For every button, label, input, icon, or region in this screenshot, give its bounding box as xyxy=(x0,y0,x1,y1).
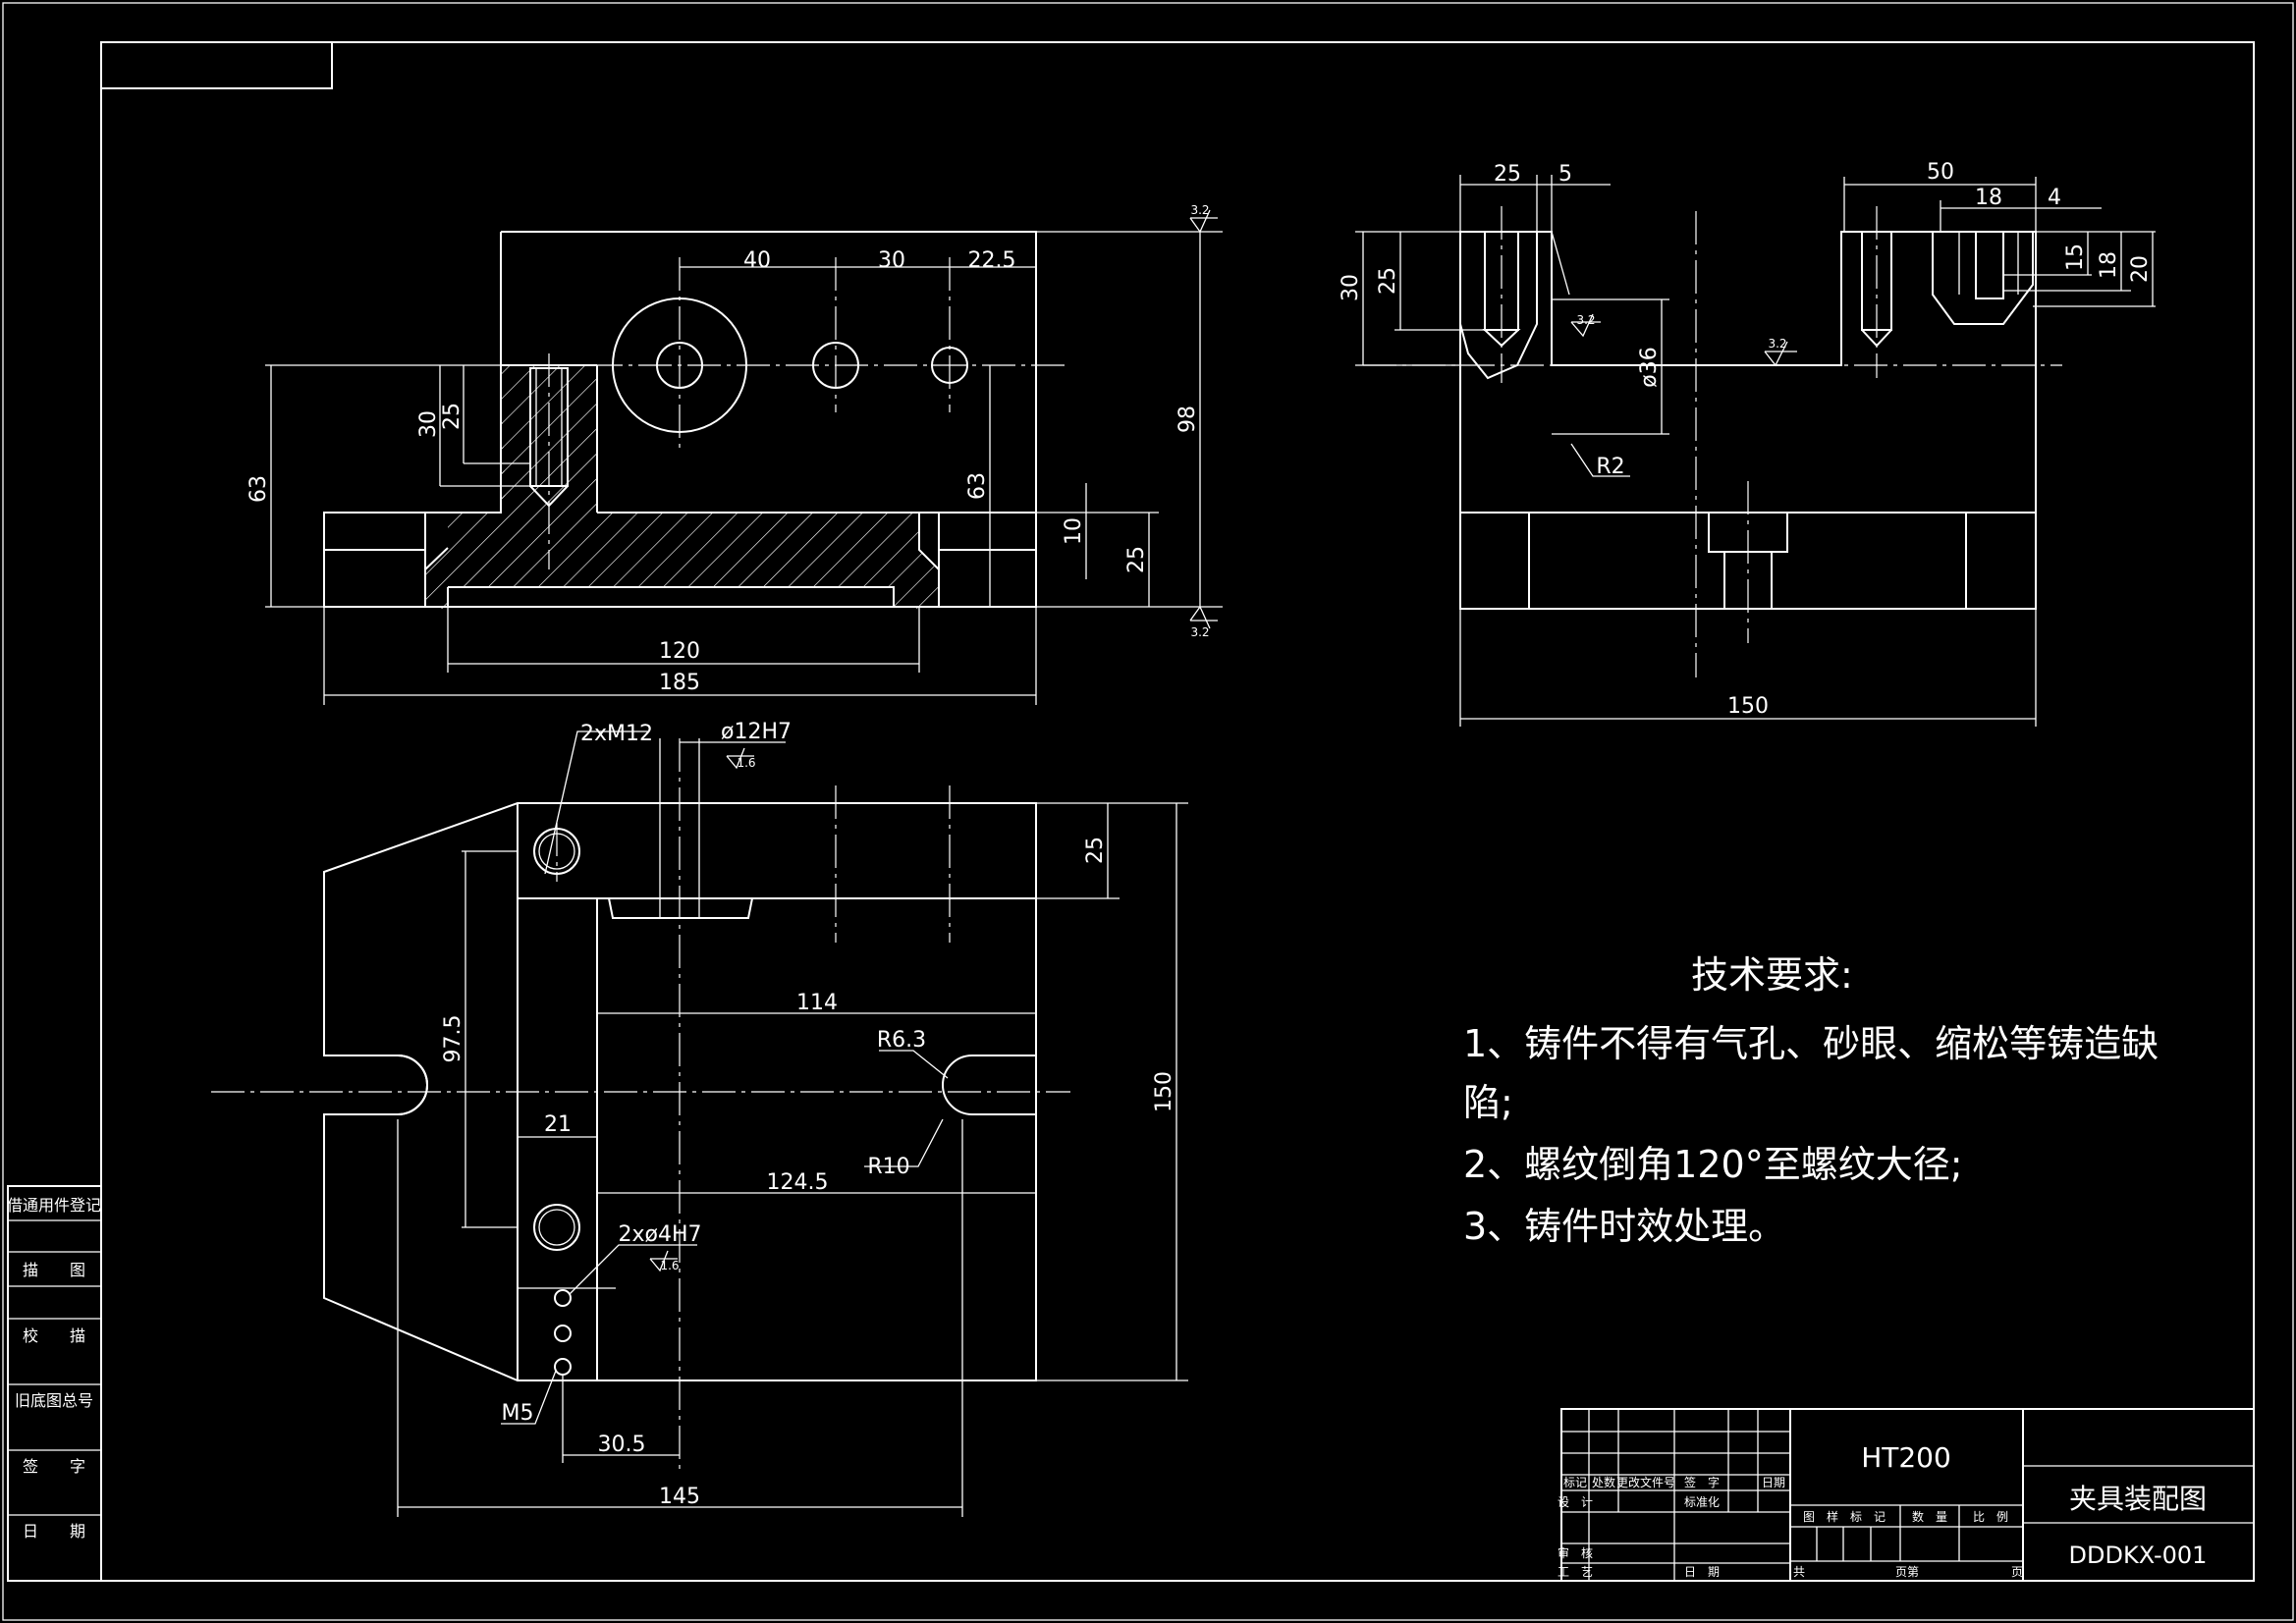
tb-header-sign: 签 字 xyxy=(1684,1475,1720,1489)
tb-design: 设 计 xyxy=(1558,1495,1593,1509)
front-dim-63-inner: 63 xyxy=(965,472,990,500)
tb-standard: 标准化 xyxy=(1684,1495,1720,1509)
panel-label-check: 校 描 xyxy=(23,1326,85,1345)
side-dim-30: 30 xyxy=(1339,274,1363,301)
tech-req-line-3: 3、铸件时效处理。 xyxy=(1463,1205,1785,1248)
title-block: 标记 处数 更改文件号 签 字 日期 设 计 标准化 审 核 工 艺 日 期 H… xyxy=(1558,1408,2255,1582)
tb-date: 日 期 xyxy=(1684,1565,1720,1579)
top-dim-h12: ø12H7 xyxy=(721,720,792,744)
top-dim-30-5: 30.5 xyxy=(598,1433,646,1457)
side-roughness-a: 3.2 xyxy=(1576,313,1595,327)
top-dim-r10: R10 xyxy=(867,1155,909,1179)
front-dim-25-left: 25 xyxy=(440,403,465,430)
front-roughness-top: 3.2 xyxy=(1190,203,1209,217)
tb-header-qty: 处数 xyxy=(1592,1475,1615,1489)
front-dim-63-left: 63 xyxy=(246,475,271,503)
top-dim-m5: M5 xyxy=(502,1401,534,1426)
tech-req-line-2: 2、螺纹倒角120°至螺纹大径; xyxy=(1463,1143,1963,1186)
tech-req-line-1b: 陷; xyxy=(1463,1081,1513,1124)
side-dim-r2: R2 xyxy=(1596,455,1624,479)
top-dim-150: 150 xyxy=(1152,1071,1176,1112)
tb-process: 工 艺 xyxy=(1558,1565,1593,1579)
technical-requirements: 技术要求: 1、铸件不得有气孔、砂眼、缩松等铸造缺 陷; 2、螺纹倒角120°至… xyxy=(1463,953,2159,1248)
top-dim-r6-3: R6.3 xyxy=(877,1028,926,1053)
panel-label-old-number: 旧底图总号 xyxy=(15,1391,93,1410)
tb-scale: 比 例 xyxy=(1973,1510,2008,1524)
tb-stage: 图 样 标 记 xyxy=(1803,1509,1886,1524)
tech-req-title: 技术要求: xyxy=(1691,953,1853,997)
panel-label-register: 借通用件登记 xyxy=(7,1196,101,1215)
top-view: 2xM12 ø12H7 1.6 25 114 R6.3 97.5 150 21 … xyxy=(211,720,1188,1517)
top-dim-21: 21 xyxy=(544,1112,572,1137)
side-dim-dia36: ø36 xyxy=(1637,347,1662,387)
side-dim-18b: 18 xyxy=(2097,251,2121,279)
top-dim-114: 114 xyxy=(796,991,838,1015)
tb-header-mark: 标记 xyxy=(1563,1476,1587,1489)
panel-label-trace: 描 图 xyxy=(23,1261,85,1279)
tb-header-file: 更改文件号 xyxy=(1616,1475,1675,1489)
top-roughness-h4: 1.6 xyxy=(660,1259,679,1272)
front-dim-10: 10 xyxy=(1062,517,1086,545)
side-dim-15: 15 xyxy=(2063,243,2088,271)
front-roughness-bottom: 3.2 xyxy=(1190,625,1209,639)
side-dim-4: 4 xyxy=(2048,186,2061,210)
front-dim-30-left: 30 xyxy=(416,410,441,438)
front-dim-22-5: 22.5 xyxy=(968,248,1016,273)
tb-sheet-end: 页 xyxy=(2011,1565,2023,1579)
side-registration-panel: 借通用件登记 描 图 校 描 旧底图总号 签 字 日 期 xyxy=(7,1185,102,1582)
top-dim-124-5: 124.5 xyxy=(767,1170,829,1195)
front-dim-98: 98 xyxy=(1175,406,1200,433)
top-roughness-h12: 1.6 xyxy=(737,756,755,770)
top-dim-145: 145 xyxy=(659,1485,700,1509)
side-dim-5: 5 xyxy=(1558,162,1572,187)
tb-drawing-name: 夹具装配图 xyxy=(2069,1483,2207,1515)
side-dim-18: 18 xyxy=(1975,186,2002,210)
side-dim-150: 150 xyxy=(1727,694,1769,719)
tb-header-date: 日期 xyxy=(1762,1476,1785,1489)
side-roughness-b: 3.2 xyxy=(1768,337,1786,351)
side-dim-25b: 25 xyxy=(1376,267,1400,295)
side-view: 25 5 50 18 4 30 25 15 18 20 ø36 R2 xyxy=(1339,160,2156,727)
tb-sheet-no: 页第 xyxy=(1895,1565,1919,1579)
front-dim-40: 40 xyxy=(743,248,771,273)
top-dim-h4: 2xø4H7 xyxy=(618,1222,701,1247)
tb-review: 审 核 xyxy=(1558,1545,1593,1560)
front-dim-185: 185 xyxy=(659,671,700,695)
tech-req-line-1a: 1、铸件不得有气孔、砂眼、缩松等铸造缺 xyxy=(1463,1022,2159,1065)
front-dim-25-right: 25 xyxy=(1124,546,1149,573)
tb-weight: 数 量 xyxy=(1912,1509,1947,1524)
front-section-hatch xyxy=(425,365,939,609)
top-dim-97-5: 97.5 xyxy=(441,1015,465,1063)
front-dim-30: 30 xyxy=(878,248,905,273)
tb-drawing-code: DDDKX-001 xyxy=(2069,1542,2208,1569)
side-dim-25: 25 xyxy=(1494,162,1521,187)
side-dim-20: 20 xyxy=(2128,255,2153,283)
top-dim-25: 25 xyxy=(1083,837,1108,864)
side-dim-50: 50 xyxy=(1927,160,1954,185)
tb-material: HT200 xyxy=(1861,1441,1951,1474)
top-dim-m12: 2xM12 xyxy=(580,722,653,746)
front-view: 40 30 22.5 63 30 25 63 10 25 98 120 185 … xyxy=(246,203,1223,705)
tb-sheet-total: 共 xyxy=(1793,1565,1805,1579)
front-dim-120: 120 xyxy=(659,639,700,664)
panel-label-date: 日 期 xyxy=(23,1522,85,1541)
panel-label-sign: 签 字 xyxy=(23,1457,85,1476)
